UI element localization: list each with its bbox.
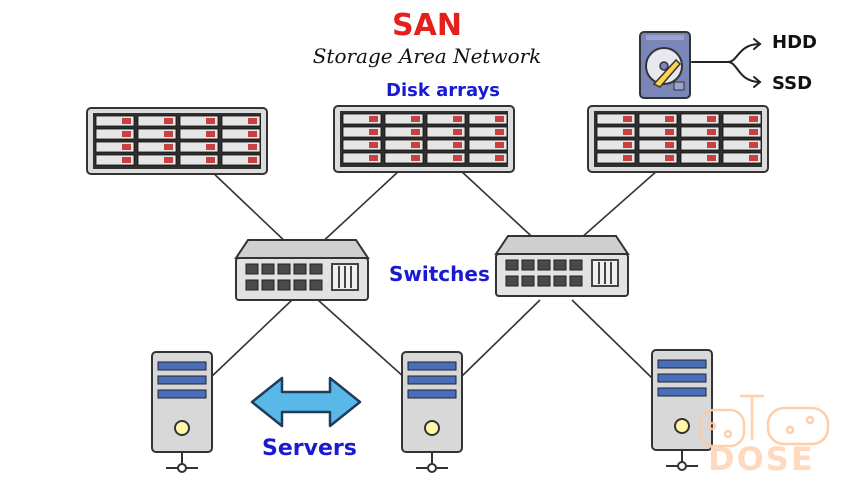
page-title: SAN	[392, 8, 462, 43]
drive-bay	[468, 126, 508, 138]
switch-right	[495, 235, 629, 297]
drive-bay	[384, 139, 424, 151]
drive-bay	[384, 126, 424, 138]
switches-label: Switches	[389, 262, 490, 286]
drive-bay	[342, 139, 382, 151]
drive-bay	[137, 141, 177, 153]
drive-bay	[137, 128, 177, 140]
drive-bay	[722, 152, 762, 164]
drive-bay	[137, 115, 177, 127]
connection-lines	[207, 169, 659, 381]
drive-bay	[342, 126, 382, 138]
drive-bay	[596, 152, 636, 164]
drive-bay	[638, 139, 678, 151]
drive-bay	[596, 139, 636, 151]
link-switch1-server1	[207, 299, 293, 381]
link-array2-switch1	[317, 169, 401, 247]
drive-bay	[426, 152, 466, 164]
page-subtitle: Storage Area Network	[312, 44, 542, 68]
servers-label: Servers	[262, 436, 357, 461]
drive-bay	[680, 126, 720, 138]
drive-bay	[680, 113, 720, 125]
server-left	[151, 351, 213, 473]
drive-bay	[342, 152, 382, 164]
ssd-label: SSD	[772, 73, 813, 94]
link-array1-switch1	[209, 169, 291, 247]
link-switch2-server2	[459, 299, 541, 379]
drive-bay	[722, 126, 762, 138]
drive-bay	[722, 139, 762, 151]
drive-bay	[426, 113, 466, 125]
drive-bay	[179, 154, 219, 166]
drive-bay	[638, 126, 678, 138]
dose-logo-icon	[698, 394, 830, 448]
drive-bay	[722, 113, 762, 125]
link-array3-switch2	[571, 169, 659, 247]
drive-bay	[221, 154, 261, 166]
watermark-logo: DOSE	[708, 440, 815, 478]
drive-bay	[596, 126, 636, 138]
drive-bay	[342, 113, 382, 125]
drive-bay	[95, 141, 135, 153]
drive-bay	[179, 128, 219, 140]
disk-array-right	[587, 105, 769, 173]
drive-bay	[426, 139, 466, 151]
link-switch2-server3	[571, 299, 653, 379]
drive-bay	[95, 115, 135, 127]
switch-left	[235, 239, 369, 301]
link-array2-switch2	[459, 169, 543, 247]
drive-bay	[179, 141, 219, 153]
double-arrow-icon	[250, 376, 362, 428]
disk-array-left	[86, 107, 268, 175]
drive-bay	[468, 152, 508, 164]
link-switch1-server2	[317, 299, 406, 379]
drive-bay	[468, 139, 508, 151]
drive-bay	[179, 115, 219, 127]
drive-bay	[638, 113, 678, 125]
drive-bay	[426, 126, 466, 138]
branch-arrows	[691, 38, 762, 88]
drive-bay	[95, 128, 135, 140]
drive-bay	[221, 128, 261, 140]
drive-bay	[221, 115, 261, 127]
drive-bay	[384, 152, 424, 164]
server-right	[651, 349, 713, 471]
drive-bay	[638, 152, 678, 164]
drive-bay	[95, 154, 135, 166]
drive-bay	[596, 113, 636, 125]
drive-bay	[680, 139, 720, 151]
server-center	[401, 351, 463, 473]
drive-bay	[680, 152, 720, 164]
disk-array-center	[333, 105, 515, 173]
drive-bay	[221, 141, 261, 153]
disk-arrays-label: Disk arrays	[386, 80, 501, 101]
drive-bay	[384, 113, 424, 125]
drive-bay	[468, 113, 508, 125]
drive-bay	[137, 154, 177, 166]
hard-drive-icon	[639, 31, 691, 99]
hdd-label: HDD	[772, 32, 817, 53]
